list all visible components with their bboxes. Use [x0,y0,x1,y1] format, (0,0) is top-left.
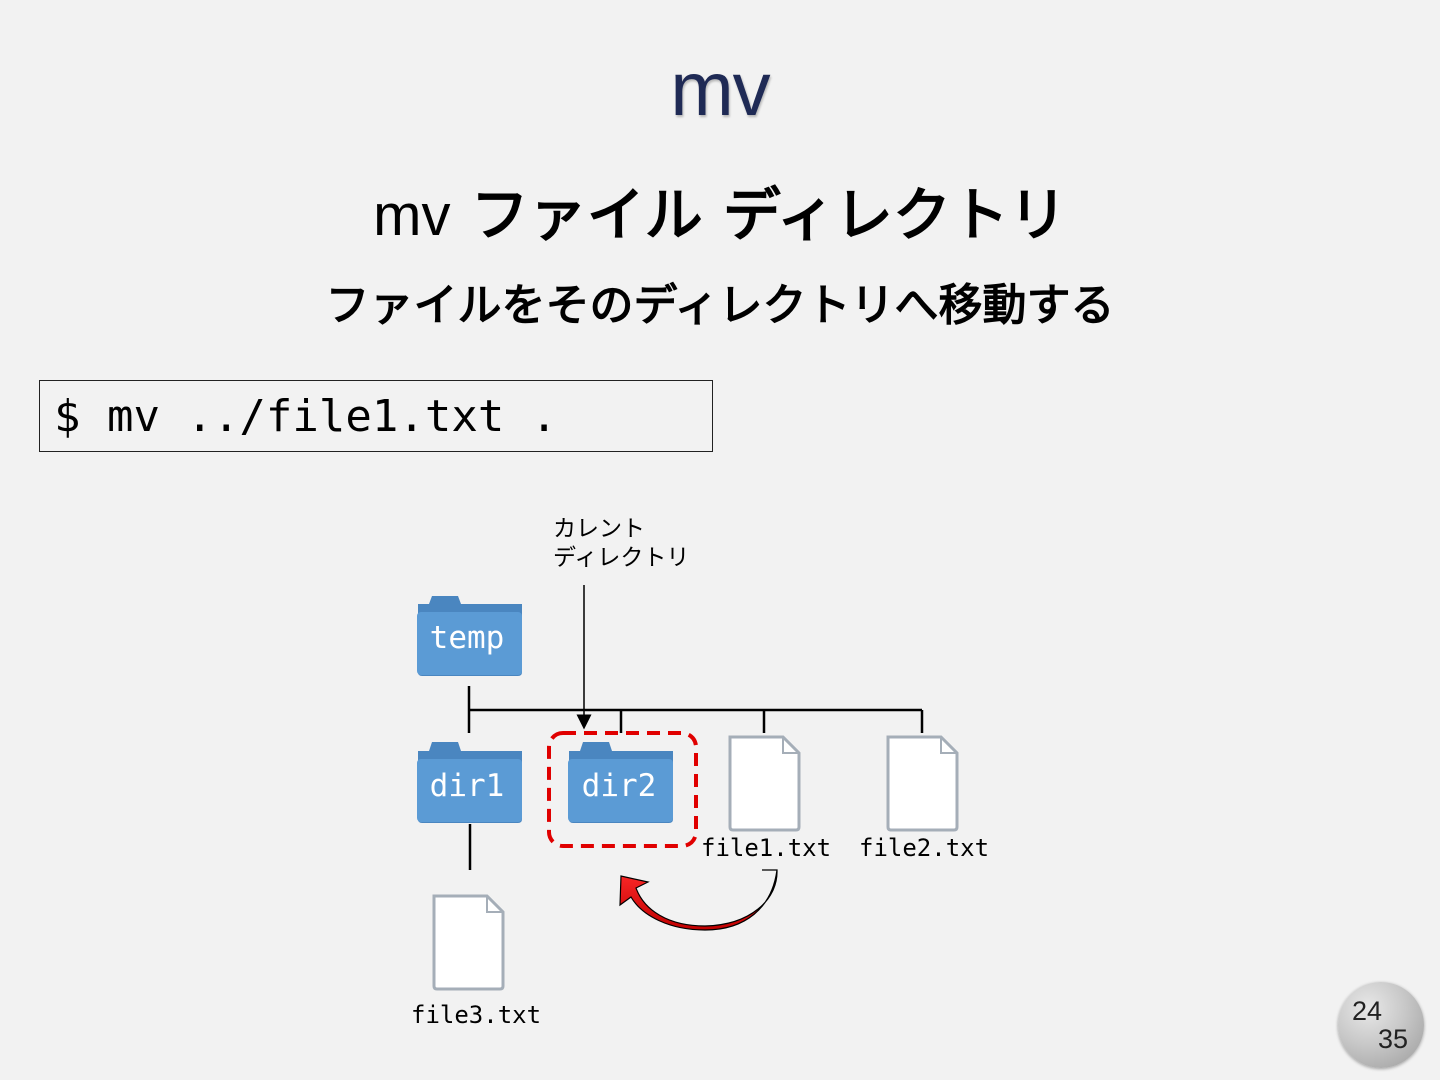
current-directory-label-line1: カレント [553,516,645,542]
file1-label: file1.txt [701,834,831,862]
file-icon [728,735,801,832]
command-syntax: mv ファイル ディレクトリ [0,180,1440,251]
current-directory-label-line2: ディレクトリ [553,545,689,571]
tree-connectors [467,686,924,870]
command-example-box: $ mv ../file1.txt . [39,380,713,452]
file3-label: file3.txt [411,1001,541,1029]
folder-icon: dir2 [568,742,673,823]
command-description: ファイルをそのディレクトリへ移動する [325,280,1115,331]
syntax-command: mv [373,183,451,248]
page-total: 35 [1378,1024,1409,1054]
file-icon [432,894,505,991]
slide-title: mv [670,47,770,132]
page-number-badge: 24 35 [1338,982,1424,1068]
page-current: 24 [1352,996,1383,1026]
folder-dir2-label: dir2 [582,768,657,804]
current-directory-highlight [547,731,698,848]
folder-icon: dir1 [417,742,522,823]
folder-dir1-label: dir1 [430,768,505,804]
syntax-arguments: ファイル ディレクトリ [470,181,1067,249]
folder-temp-label: temp [430,620,505,656]
move-arrow [619,869,778,931]
folder-icon: temp [417,596,522,676]
file2-label: file2.txt [859,834,989,862]
file-icon [886,735,959,832]
